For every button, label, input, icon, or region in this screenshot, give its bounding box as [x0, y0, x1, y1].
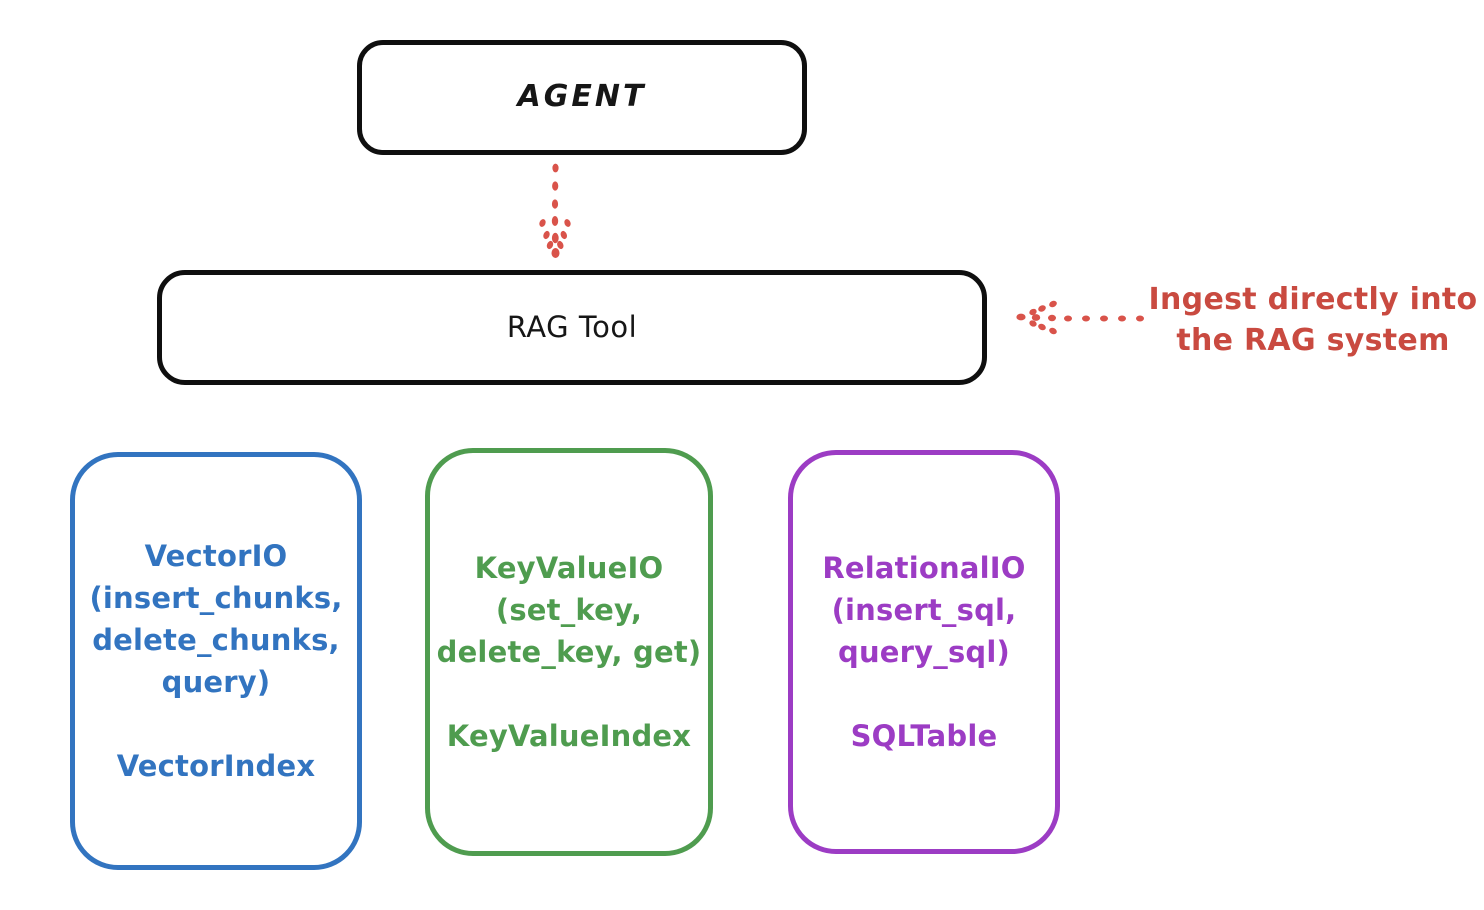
ingest-arrow: [1016, 300, 1144, 335]
node-agent[interactable]: AGENT: [357, 40, 807, 155]
node-rag-tool[interactable]: RAG Tool: [157, 270, 987, 385]
node-key-value-io[interactable]: KeyValueIO (set_key, delete_key, get) Ke…: [425, 448, 713, 856]
node-vector-io-label: VectorIO (insert_chunks, delete_chunks, …: [89, 538, 343, 784]
node-key-value-io-label: KeyValueIO (set_key, delete_key, get) Ke…: [436, 550, 702, 754]
agent-to-rag-tool-arrow: [539, 163, 571, 258]
node-agent-label: AGENT: [517, 79, 647, 115]
annotation-ingest: Ingest directly into the RAG system: [1148, 282, 1478, 359]
node-relational-io-label: RelationalIO (insert_sql, query_sql) SQL…: [822, 550, 1026, 754]
node-relational-io[interactable]: RelationalIO (insert_sql, query_sql) SQL…: [788, 450, 1060, 854]
node-vector-io[interactable]: VectorIO (insert_chunks, delete_chunks, …: [70, 452, 362, 870]
node-rag-tool-label: RAG Tool: [506, 309, 638, 344]
